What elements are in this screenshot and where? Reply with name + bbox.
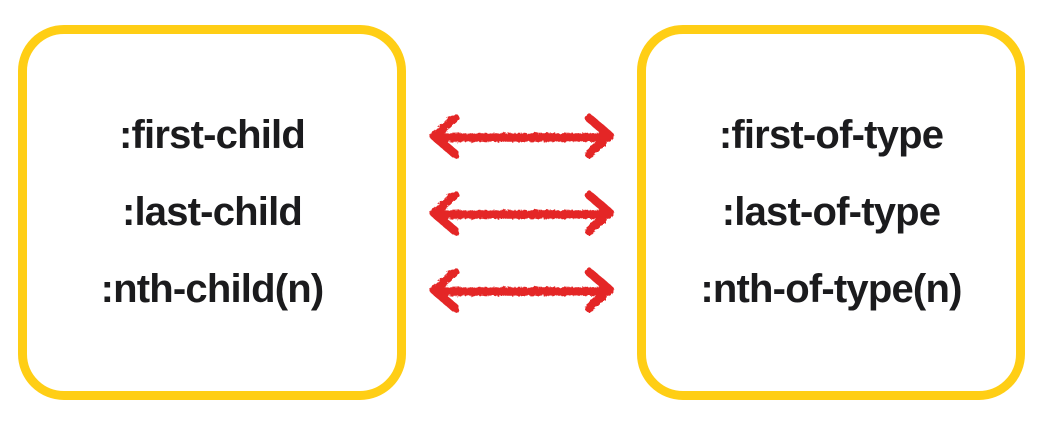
child-selectors-list: :first-child :last-child :nth-child(n) xyxy=(27,97,397,328)
of-type-selectors-box: :first-of-type :last-of-type :nth-of-typ… xyxy=(637,25,1025,400)
double-headed-arrow-icon xyxy=(429,267,614,312)
double-headed-arrow-icon xyxy=(429,113,614,158)
list-item: :last-child xyxy=(27,174,397,251)
double-headed-arrow-icon xyxy=(429,190,614,235)
last-child-selector-label: :last-child xyxy=(121,190,303,234)
child-selectors-box: :first-child :last-child :nth-child(n) xyxy=(18,25,406,400)
first-child-selector-label: :first-child xyxy=(119,113,306,157)
nth-child-selector-label: :nth-child(n) xyxy=(100,267,325,311)
last-of-type-selector-label: :last-of-type xyxy=(721,190,941,234)
arrow-row xyxy=(406,174,637,251)
list-item: :nth-of-type(n) xyxy=(646,251,1016,328)
list-item: :nth-child(n) xyxy=(27,251,397,328)
equivalence-arrows xyxy=(406,97,637,328)
list-item: :first-of-type xyxy=(646,97,1016,174)
list-item: :first-child xyxy=(27,97,397,174)
of-type-selectors-list: :first-of-type :last-of-type :nth-of-typ… xyxy=(646,97,1016,328)
list-item: :last-of-type xyxy=(646,174,1016,251)
first-of-type-selector-label: :first-of-type xyxy=(718,113,944,157)
nth-of-type-selector-label: :nth-of-type(n) xyxy=(700,267,962,311)
arrow-row xyxy=(406,251,637,328)
arrow-row xyxy=(406,97,637,174)
